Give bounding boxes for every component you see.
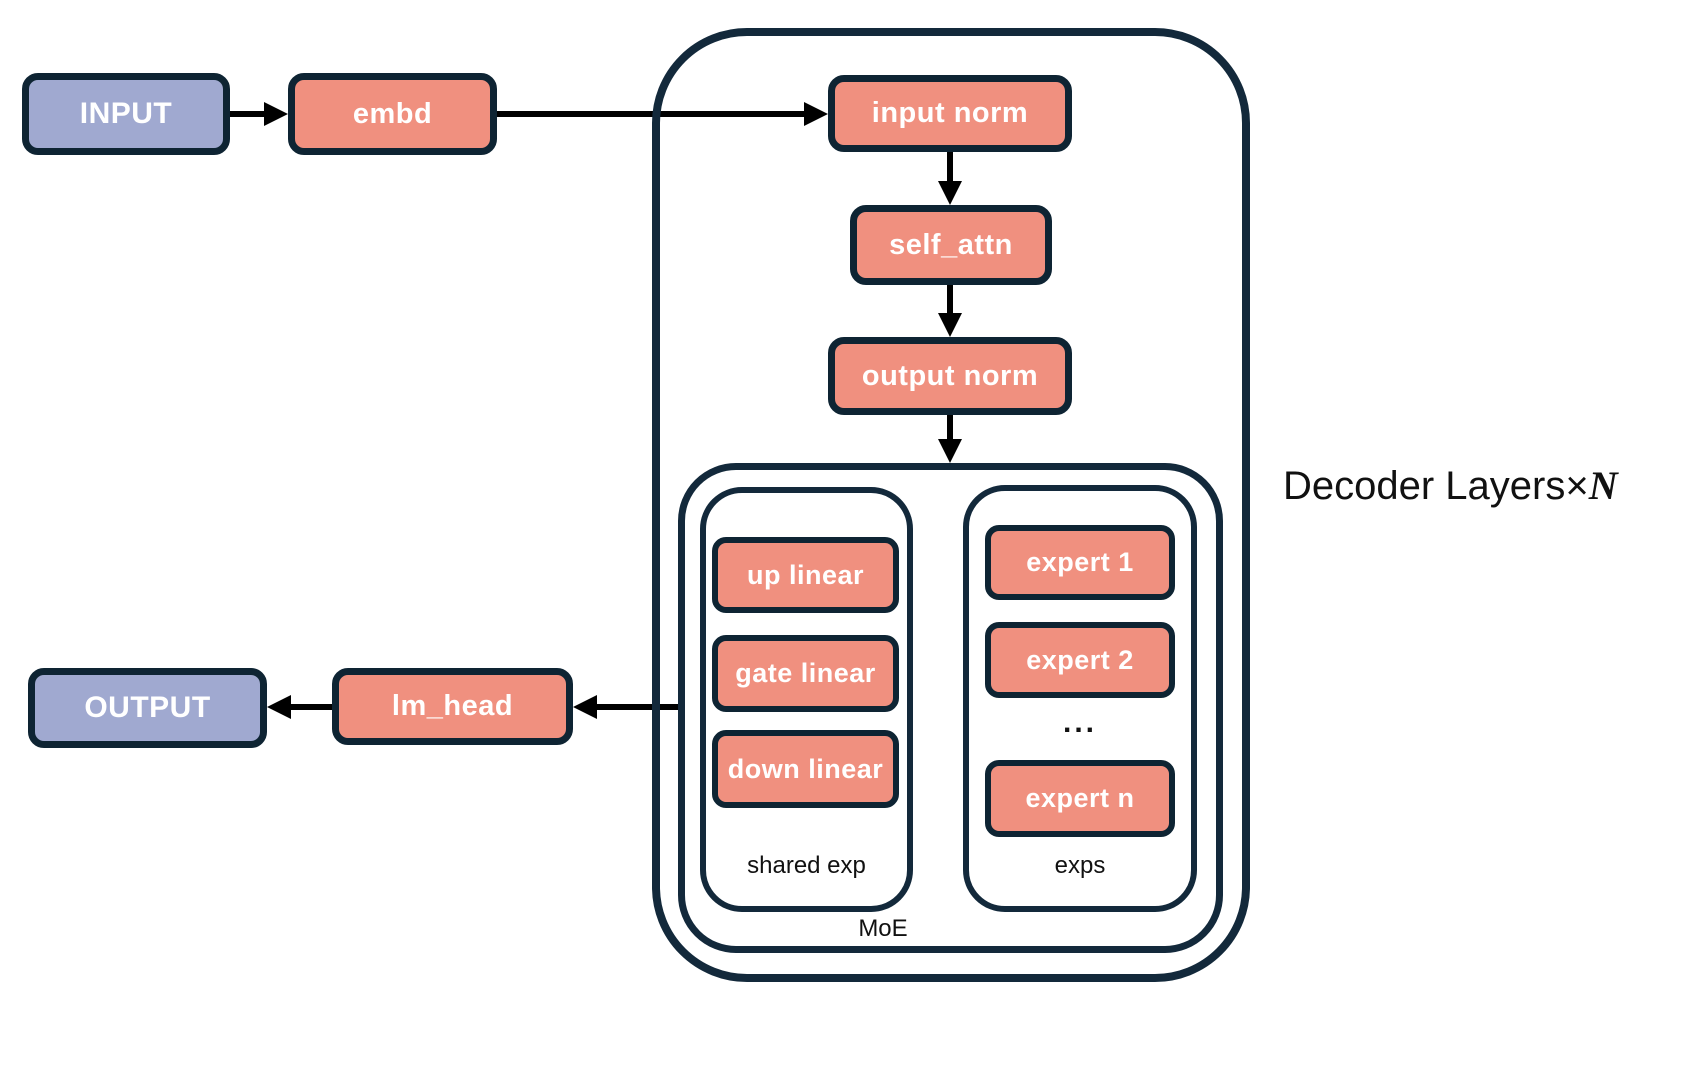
node-lm-head-label: lm_head xyxy=(391,690,514,722)
decoder-layers-title-text: Decoder Layers× xyxy=(1283,464,1589,508)
arrow-lmhead-output-shaft xyxy=(288,704,332,710)
node-expert-n-label: expert n xyxy=(1025,783,1135,813)
experts-ellipsis: ... xyxy=(1062,706,1097,739)
exps-label: exps xyxy=(1054,852,1106,879)
node-up-linear-label: up linear xyxy=(746,559,865,590)
node-input-norm: input norm xyxy=(828,75,1072,152)
arrow-selfattn-outputnorm-shaft xyxy=(947,285,953,316)
node-gate-linear: gate linear xyxy=(712,635,899,712)
arrow-moe-lmhead-head xyxy=(573,695,597,719)
node-expert-1-label: expert 1 xyxy=(1026,547,1134,577)
arrow-outputnorm-moe-head xyxy=(938,439,962,463)
node-input-label: INPUT xyxy=(79,97,173,130)
node-input: INPUT xyxy=(22,73,230,155)
shared-exp-label: shared exp xyxy=(747,852,866,879)
node-expert-1: expert 1 xyxy=(985,525,1175,600)
arrow-selfattn-outputnorm-head xyxy=(938,313,962,337)
node-output-norm: output norm xyxy=(828,337,1072,415)
node-self-attn: self_attn xyxy=(850,205,1052,285)
node-expert-2-label: expert 2 xyxy=(1026,644,1134,675)
node-gate-linear-label: gate linear xyxy=(735,658,876,688)
node-down-linear: down linear xyxy=(712,730,899,808)
node-down-linear-label: down linear xyxy=(727,753,884,784)
moe-label: MoE xyxy=(858,915,908,942)
node-embd-label: embd xyxy=(352,97,433,130)
decoder-layers-repeat-count: N xyxy=(1588,463,1618,508)
arrow-inputnorm-selfattn-head xyxy=(938,181,962,205)
node-expert-n: expert n xyxy=(985,760,1175,837)
node-output-norm-label: output norm xyxy=(861,359,1039,392)
arrow-outputnorm-moe-shaft xyxy=(947,415,953,443)
arrow-embd-inputnorm-head xyxy=(804,102,828,126)
node-output-label: OUTPUT xyxy=(84,691,211,724)
node-output: OUTPUT xyxy=(28,668,267,748)
node-input-norm-label: input norm xyxy=(871,97,1029,129)
node-lm-head: lm_head xyxy=(332,668,573,745)
node-self-attn-label: self_attn xyxy=(889,228,1013,261)
arrow-input-embd-head xyxy=(264,102,288,126)
arrow-lmhead-output-head xyxy=(267,695,291,719)
node-embd: embd xyxy=(288,73,497,155)
arrow-embd-inputnorm-shaft xyxy=(497,111,807,117)
arrow-input-embd-shaft xyxy=(230,111,270,117)
arrow-moe-lmhead-shaft xyxy=(594,704,681,710)
node-expert-2: expert 2 xyxy=(985,622,1175,698)
decoder-layers-title: Decoder Layers×N xyxy=(1283,462,1618,509)
arrow-inputnorm-selfattn-shaft xyxy=(947,152,953,184)
node-up-linear: up linear xyxy=(712,537,899,613)
